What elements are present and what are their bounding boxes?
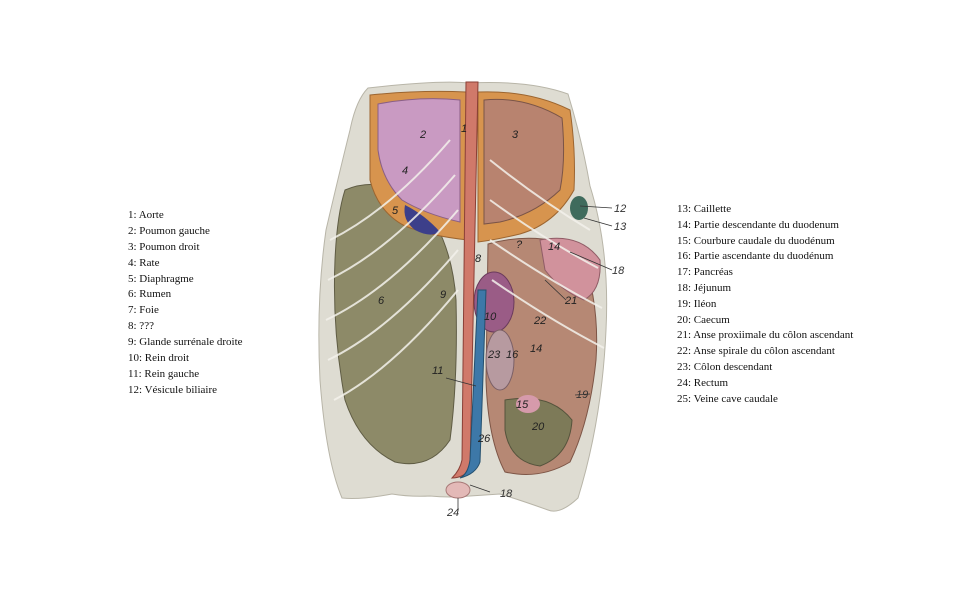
legend-item: 16: Partie ascendante du duodénum: [677, 250, 834, 263]
legend-item: 4: Rate: [128, 256, 160, 269]
callout-lines: [445, 205, 613, 510]
label-18b: 18: [500, 488, 513, 500]
label-19: 19: [576, 389, 588, 401]
caecum: [504, 397, 573, 467]
label-7: ?: [516, 239, 523, 251]
label-22: 22: [533, 315, 546, 327]
legend-item: 13: Caillette: [677, 203, 732, 215]
label-18a: 18: [612, 265, 625, 277]
legend-item: 7: Foie: [128, 304, 159, 317]
legend-item: 18: Jéjunum: [677, 281, 732, 294]
legend-item: 23: Côlon descendant: [677, 360, 773, 373]
gallbladder: [570, 196, 588, 220]
legend-item: 1: Aorte: [128, 209, 164, 221]
spleen: [404, 205, 440, 235]
label-16: 16: [506, 349, 519, 361]
left-kidney: [485, 329, 515, 391]
label-5: 5: [392, 205, 399, 217]
legend-item: 21: Anse proxiimale du côlon ascendant: [677, 329, 854, 342]
label-8: 8: [475, 253, 482, 265]
label-15: 15: [516, 399, 529, 411]
legend-item: 17: Pancréas: [677, 266, 733, 279]
label-14a: 14: [548, 241, 560, 253]
label-9: 9: [440, 289, 446, 301]
legend-item: 8: ???: [128, 320, 154, 333]
label-3: 3: [512, 129, 519, 141]
legend-item: 10: Rein droit: [128, 352, 190, 365]
label-24: 24: [446, 507, 459, 519]
legend-item: 9: Glande surrénale droite: [128, 336, 243, 349]
label-11: 11: [432, 365, 443, 377]
legend-item: 14: Partie descendante du duodenum: [677, 218, 839, 231]
legend-item: 3: Poumon droit: [128, 240, 200, 253]
duodenum: [516, 395, 540, 413]
rectum: [445, 481, 471, 499]
legend-item: 24: Rectum: [677, 376, 729, 389]
label-26: 26: [477, 433, 491, 445]
label-13: 13: [614, 221, 627, 233]
legend-item: 6: Rumen: [128, 288, 172, 301]
caudal-vena-cava: [459, 289, 487, 479]
label-2: 2: [419, 129, 426, 141]
legend-item: 20: Caecum: [677, 313, 730, 326]
legend-item: 11: Rein gauche: [128, 367, 200, 380]
label-10: 10: [484, 311, 497, 323]
legend-left: 1: Aorte 2: Poumon gauche 3: Poumon droi…: [128, 208, 243, 399]
label-4: 4: [402, 165, 408, 177]
right-lung: [483, 98, 565, 225]
legend-item: 22: Anse spirale du côlon ascendant: [677, 345, 835, 358]
label-23: 23: [487, 349, 501, 361]
legend-item: 5: Diaphragme: [128, 272, 194, 285]
label-14b: 14: [530, 343, 542, 355]
label-20: 20: [531, 421, 545, 433]
label-6: 6: [378, 295, 385, 307]
anatomy-illustration: 1 2 3 4 5 6 ? 8 9 10 11 12 13 14 14 15 1…: [318, 81, 627, 519]
legend-item: 2: Poumon gauche: [128, 224, 210, 237]
legend-item: 15: Courbure caudale du duodénum: [677, 234, 835, 247]
legend-item: 25: Veine cave caudale: [677, 392, 778, 405]
label-12: 12: [614, 203, 626, 215]
legend-item: 12: Vésicule biliaire: [128, 383, 217, 396]
legend-item: 19: Iléon: [677, 297, 717, 310]
ribs: [325, 139, 605, 401]
label-1: 1: [461, 123, 467, 135]
legend-right: 13: Caillette 14: Partie descendante du …: [677, 202, 853, 407]
label-21: 21: [564, 295, 577, 307]
